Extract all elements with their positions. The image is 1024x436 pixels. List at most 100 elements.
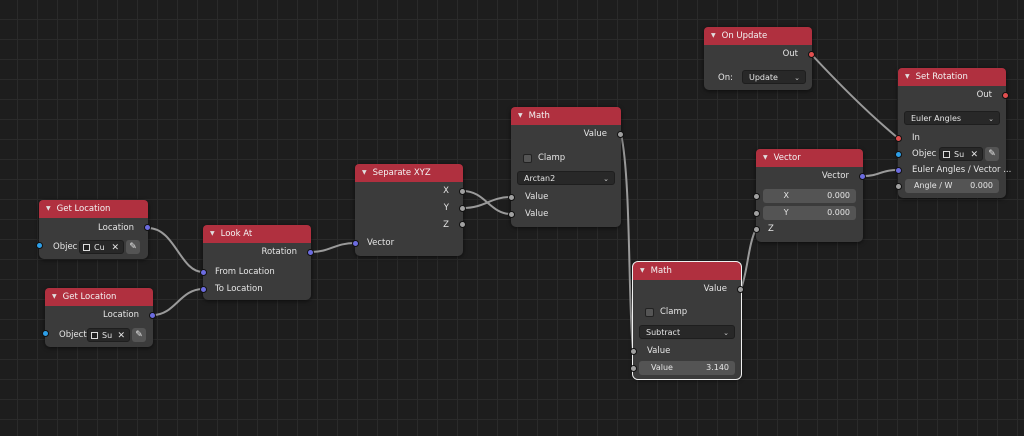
collapse-icon[interactable]: ▼ bbox=[518, 112, 523, 119]
operation-dropdown[interactable]: Subtract ⌄ bbox=[639, 325, 735, 339]
input-socket-value-1[interactable] bbox=[508, 194, 515, 201]
mode-dropdown[interactable]: Euler Angles ⌄ bbox=[904, 111, 1000, 125]
input-socket-object[interactable] bbox=[36, 242, 43, 249]
y-field[interactable]: Y 0.000 bbox=[763, 206, 856, 220]
collapse-icon[interactable]: ▼ bbox=[46, 205, 51, 212]
input-socket-y[interactable] bbox=[753, 210, 760, 217]
input-socket-value-1[interactable] bbox=[630, 348, 637, 355]
on-dropdown[interactable]: Update ⌄ bbox=[742, 70, 806, 84]
input-socket-object[interactable] bbox=[42, 330, 49, 337]
clamp-checkbox[interactable] bbox=[523, 154, 532, 163]
angle-field-label: Angle / W bbox=[913, 181, 953, 190]
node-math-2[interactable]: ▼Math Value Clamp Subtract ⌄ Value Value… bbox=[630, 261, 744, 380]
socket-label-vector: Vector bbox=[821, 171, 849, 181]
node-title: Separate XYZ bbox=[372, 168, 431, 178]
collapse-icon[interactable]: ▼ bbox=[210, 230, 215, 237]
output-socket-out[interactable] bbox=[808, 51, 815, 58]
cube-icon bbox=[943, 151, 950, 158]
collapse-icon[interactable]: ▼ bbox=[711, 32, 716, 39]
node-header[interactable]: ▼ Math bbox=[633, 262, 741, 280]
input-socket-value-2[interactable] bbox=[630, 365, 637, 372]
operation-value: Arctan2 bbox=[524, 174, 556, 183]
link-rotation-to-vector bbox=[310, 242, 356, 253]
input-socket-object[interactable] bbox=[895, 151, 902, 158]
object-label: Object bbox=[59, 330, 87, 340]
value-field-value: 3.140 bbox=[706, 363, 729, 372]
output-socket-x[interactable] bbox=[459, 188, 466, 195]
node-header[interactable]: ▼Vector bbox=[756, 149, 863, 167]
eyedropper-icon[interactable]: ✎ bbox=[132, 328, 146, 342]
link-location1-to-from bbox=[147, 227, 204, 273]
node-header[interactable]: ▼Look At bbox=[203, 225, 311, 243]
socket-label-value: Value bbox=[703, 284, 727, 294]
object-field[interactable]: Su ✕ bbox=[87, 328, 130, 342]
value-field[interactable]: Value 3.140 bbox=[639, 361, 735, 375]
input-socket-to-location[interactable] bbox=[200, 286, 207, 293]
node-title: On Update bbox=[721, 31, 768, 41]
clamp-label: Clamp bbox=[660, 307, 688, 317]
object-field[interactable]: Su ✕ bbox=[939, 147, 983, 161]
chevron-down-icon: ⌄ bbox=[988, 115, 994, 123]
operation-value: Subtract bbox=[646, 328, 681, 337]
collapse-icon[interactable]: ▼ bbox=[52, 293, 57, 300]
socket-label-value: Value bbox=[583, 129, 607, 139]
socket-label-euler: Euler Angles / Vector ... bbox=[912, 165, 1012, 175]
node-get-location-1[interactable]: ▼Get Location Location Objec Cu ✕ ✎ bbox=[36, 200, 151, 259]
node-title: Get Location bbox=[62, 292, 117, 302]
x-field[interactable]: X 0.000 bbox=[763, 189, 856, 203]
node-get-location-2[interactable]: ▼Get Location Location Object Su ✕ ✎ bbox=[42, 288, 156, 347]
object-value: Cu bbox=[94, 243, 105, 252]
node-set-rotation[interactable]: ▼Set Rotation Out Euler Angles ⌄ In Obje… bbox=[895, 68, 1011, 198]
close-icon[interactable]: ✕ bbox=[970, 150, 978, 160]
input-socket-vector[interactable] bbox=[352, 240, 359, 247]
close-icon[interactable]: ✕ bbox=[111, 243, 119, 253]
eyedropper-icon[interactable]: ✎ bbox=[985, 147, 999, 161]
node-title: Math bbox=[650, 266, 672, 276]
node-math-1[interactable]: ▼Math Value Clamp Arctan2 ⌄ Value Value bbox=[508, 107, 624, 227]
close-icon[interactable]: ✕ bbox=[117, 331, 125, 341]
link-x-to-value2 bbox=[462, 190, 512, 215]
node-header[interactable]: ▼Get Location bbox=[39, 200, 148, 218]
angle-field[interactable]: Angle / W 0.000 bbox=[905, 179, 999, 193]
collapse-icon[interactable]: ▼ bbox=[905, 73, 910, 80]
collapse-icon[interactable]: ▼ bbox=[640, 267, 645, 274]
output-socket-out[interactable] bbox=[1002, 92, 1009, 99]
angle-field-value: 0.000 bbox=[970, 181, 993, 190]
chevron-down-icon: ⌄ bbox=[723, 329, 729, 337]
input-socket-z[interactable] bbox=[753, 226, 760, 233]
node-header[interactable]: ▼Set Rotation bbox=[898, 68, 1006, 86]
node-header[interactable]: ▼ On Update bbox=[704, 27, 812, 45]
object-label: Objec bbox=[53, 242, 78, 252]
node-look-at[interactable]: ▼Look At Rotation From Location To Locat… bbox=[200, 225, 314, 300]
input-socket-in[interactable] bbox=[895, 135, 902, 142]
x-field-value: 0.000 bbox=[827, 191, 850, 200]
output-socket-value[interactable] bbox=[617, 131, 624, 138]
output-socket-location[interactable] bbox=[144, 224, 151, 231]
object-field[interactable]: Cu ✕ bbox=[79, 240, 124, 254]
output-socket-rotation[interactable] bbox=[307, 249, 314, 256]
object-value: Su bbox=[102, 331, 113, 340]
input-socket-x[interactable] bbox=[753, 193, 760, 200]
eyedropper-icon[interactable]: ✎ bbox=[126, 240, 140, 254]
node-header[interactable]: ▼ Separate XYZ bbox=[355, 164, 463, 182]
collapse-icon[interactable]: ▼ bbox=[763, 154, 768, 161]
socket-label-vector: Vector bbox=[367, 238, 395, 248]
output-socket-vector[interactable] bbox=[859, 173, 866, 180]
collapse-icon[interactable]: ▼ bbox=[362, 169, 367, 176]
input-socket-value-2[interactable] bbox=[508, 211, 515, 218]
node-vector[interactable]: ▼Vector Vector X 0.000 Y 0.000 Z bbox=[753, 149, 866, 242]
node-on-update[interactable]: ▼On Update Out On: Update ⌄ bbox=[704, 27, 815, 90]
output-socket-location[interactable] bbox=[149, 312, 156, 319]
node-header[interactable]: ▼Math bbox=[511, 107, 621, 125]
output-socket-value[interactable] bbox=[737, 286, 744, 293]
node-header[interactable]: ▼ Get Location bbox=[45, 288, 153, 306]
node-separate-xyz[interactable]: ▼Separate XYZ X Y Z Vector bbox=[352, 164, 466, 256]
output-socket-z[interactable] bbox=[459, 221, 466, 228]
clamp-checkbox[interactable] bbox=[645, 308, 654, 317]
operation-dropdown[interactable]: Arctan2 ⌄ bbox=[517, 171, 615, 185]
output-socket-y[interactable] bbox=[459, 205, 466, 212]
input-socket-from-location[interactable] bbox=[200, 269, 207, 276]
input-socket-angle[interactable] bbox=[895, 183, 902, 190]
input-socket-euler[interactable] bbox=[895, 167, 902, 174]
